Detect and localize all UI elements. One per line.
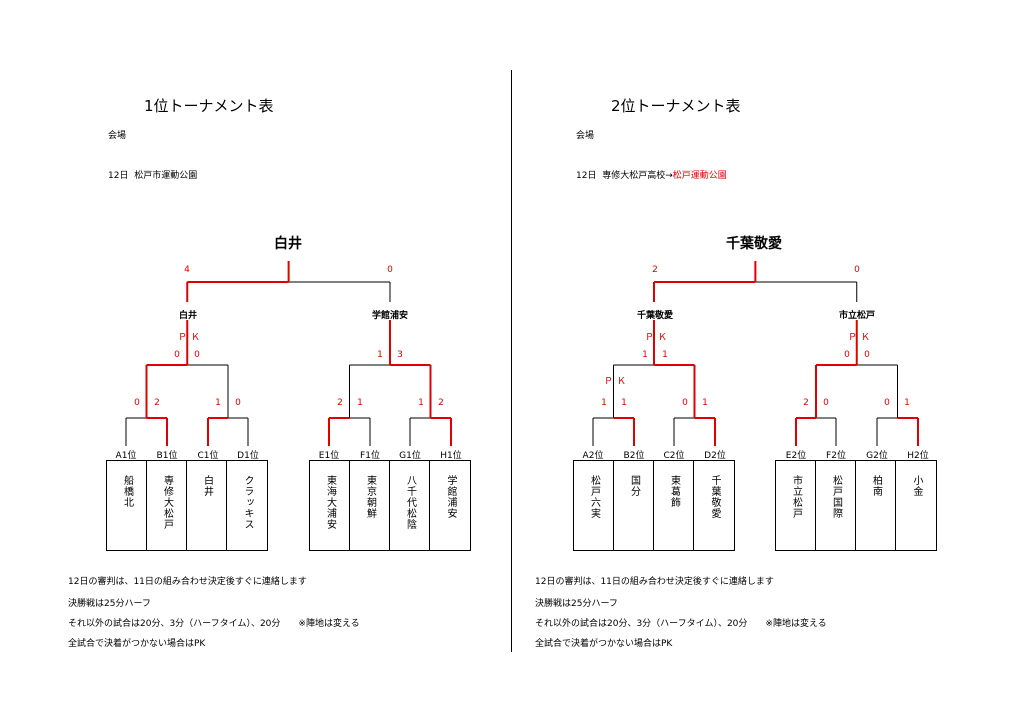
right-seed: E2位 — [785, 451, 807, 461]
right-venue-label: 会場 — [576, 131, 595, 141]
left-semi-l-score-l: 0 — [174, 350, 180, 360]
right-qf1-score-l: 1 — [601, 398, 607, 408]
left-seed: E1位 — [318, 451, 340, 461]
right-champion: 千葉敬愛 — [726, 236, 782, 252]
right-title: 2位トーナメント表 — [611, 97, 741, 115]
team-cell: 白井 — [187, 461, 227, 550]
left-venue: 12日 松戸市運動公園 — [108, 168, 197, 181]
left-seed: F1位 — [360, 451, 380, 461]
left-qf3-score-r: 1 — [357, 398, 363, 408]
note-line: 全試合で決着がつかない場合はPK — [68, 639, 206, 649]
right-semi-l-pk: ＰＫ — [645, 333, 672, 343]
note-line: それ以外の試合は20分、3分（ハーフタイム）、20分 ※陣地は変える — [68, 619, 360, 629]
left-seed: H1位 — [440, 451, 462, 461]
left-qf2-score-l: 1 — [215, 398, 221, 408]
left-semi-l-score-r: 0 — [194, 350, 200, 360]
left-qf4-score-r: 2 — [438, 398, 444, 408]
left-semi-r-winner: 学館浦安 — [371, 311, 409, 321]
left-champion: 白井 — [274, 236, 302, 252]
team-cell: 学館浦安 — [444, 475, 456, 519]
right-semi-r-score-r: 0 — [864, 350, 870, 360]
right-team-table-a: 松戸六実 国分 東葛飾 千葉敬愛 — [573, 460, 735, 551]
left-qf4-score-l: 1 — [418, 398, 424, 408]
note-line: それ以外の試合は20分、3分（ハーフタイム）、20分 ※陣地は変える — [535, 619, 827, 629]
right-semi-r-winner: 市立松戸 — [838, 311, 876, 321]
right-seed: A2位 — [582, 451, 604, 461]
left-seed: A1位 — [115, 451, 137, 461]
right-venue-date: 12日 — [576, 171, 597, 181]
left-final-score-l: 4 — [184, 265, 190, 275]
left-team-table-b: 東海大浦安 東京朝鮮 八千代松陰 学館浦安 — [309, 460, 471, 551]
note-line: 12日の審判は、11日の組み合わせ決定後すぐに連絡します — [68, 577, 307, 587]
left-semi-l-winner: 白井 — [178, 311, 198, 321]
team-cell: 東海大浦安 — [310, 461, 350, 550]
team-cell: 市立松戸 — [776, 461, 816, 550]
left-seed: B1位 — [156, 451, 178, 461]
right-seed: C2位 — [663, 451, 685, 461]
left-semi-r-score-r: 3 — [397, 350, 403, 360]
left-qf1-score-r: 2 — [154, 398, 160, 408]
team-cell: 小金 — [910, 475, 922, 497]
team-cell: 専修大松戸 — [147, 461, 187, 550]
note-line: 12日の審判は、11日の組み合わせ決定後すぐに連絡します — [535, 577, 774, 587]
right-qf4-score-r: 1 — [904, 398, 910, 408]
team-cell: 東京朝鮮 — [350, 461, 390, 550]
team-cell: クラッキス — [241, 475, 253, 530]
right-final-score-l: 2 — [652, 265, 658, 275]
left-seed: G1位 — [399, 451, 421, 461]
team-cell: 松戸六実 — [574, 461, 614, 550]
right-venue-name: 専修大松戸高校→ — [602, 171, 673, 181]
team-cell: 松戸国際 — [816, 461, 856, 550]
right-seed: D2位 — [704, 451, 726, 461]
right-final-score-r: 0 — [854, 265, 860, 275]
right-qf1-score-r: 1 — [621, 398, 627, 408]
team-cell: 船橋北 — [107, 461, 147, 550]
right-semi-r-pk: ＰＫ — [848, 333, 875, 343]
left-final-score-r: 0 — [387, 265, 393, 275]
right-qf3-score-l: 2 — [803, 398, 809, 408]
team-cell: 東葛飾 — [654, 461, 694, 550]
left-venue-name: 松戸市運動公園 — [134, 171, 198, 181]
right-team-table-b: 市立松戸 松戸国際 柏南 小金 — [775, 460, 937, 551]
right-seed: G2位 — [866, 451, 888, 461]
left-qf2-score-r: 0 — [235, 398, 241, 408]
left-seed: C1位 — [197, 451, 219, 461]
left-qf3-score-l: 2 — [337, 398, 343, 408]
left-qf1-score-l: 0 — [134, 398, 140, 408]
right-qf-pk: ＰＫ — [604, 377, 631, 387]
right-bracket-lines — [592, 261, 919, 446]
page-divider — [511, 70, 512, 652]
note-line: 決勝戦は25分ハーフ — [535, 599, 618, 609]
note-line: 全試合で決着がつかない場合はPK — [535, 639, 673, 649]
left-bracket-lines — [125, 261, 452, 446]
right-seed: B2位 — [623, 451, 645, 461]
right-venue-name-changed: 松戸運動公園 — [672, 171, 727, 181]
left-semi-l-pk: ＰＫ — [178, 333, 205, 343]
note-line: 決勝戦は25分ハーフ — [68, 599, 151, 609]
right-semi-r-score-l: 0 — [844, 350, 850, 360]
right-seed: H2位 — [907, 451, 929, 461]
right-qf2-score-l: 0 — [682, 398, 688, 408]
left-title: 1位トーナメント表 — [144, 97, 274, 115]
right-semi-l-winner: 千葉敬愛 — [636, 311, 674, 321]
right-seed: F2位 — [826, 451, 846, 461]
left-team-table-a: 船橋北 専修大松戸 白井 クラッキス — [106, 460, 268, 551]
right-qf3-score-r: 0 — [823, 398, 829, 408]
left-seed: D1位 — [237, 451, 259, 461]
right-qf4-score-l: 0 — [884, 398, 890, 408]
left-venue-date: 12日 — [108, 171, 129, 181]
team-cell: 柏南 — [856, 461, 896, 550]
right-venue: 12日 専修大松戸高校→松戸運動公園 — [576, 168, 727, 181]
left-semi-r-score-l: 1 — [377, 350, 383, 360]
right-qf2-score-r: 1 — [702, 398, 708, 408]
right-semi-l-score-r: 1 — [662, 350, 668, 360]
team-cell: 国分 — [614, 461, 654, 550]
team-cell: 千葉敬愛 — [708, 475, 720, 519]
right-semi-l-score-l: 1 — [642, 350, 648, 360]
team-cell: 八千代松陰 — [390, 461, 430, 550]
left-venue-label: 会場 — [108, 131, 127, 141]
